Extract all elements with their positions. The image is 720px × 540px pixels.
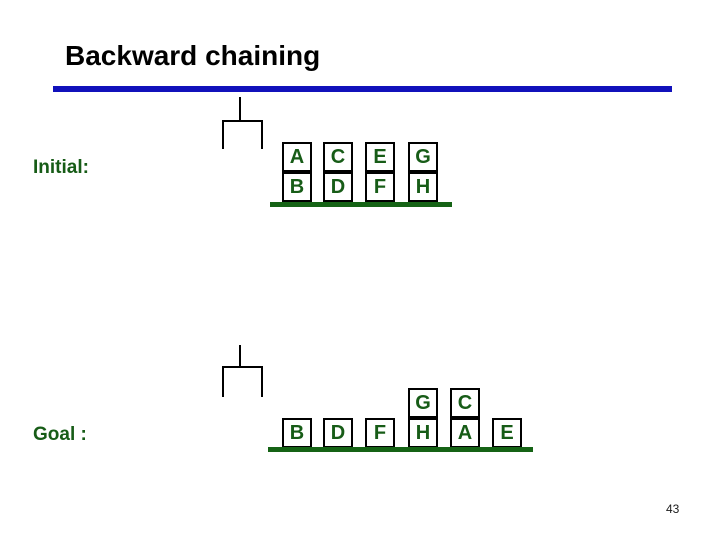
initial-block-a: A [282,142,312,172]
goal-block-b: B [282,418,312,448]
initial-block-f: F [365,172,395,202]
gripper-bar [222,366,263,368]
goal-block-h: H [408,418,438,448]
goal-table-line [268,447,533,452]
robot-gripper-icon [222,97,263,150]
gripper-stem [239,345,241,366]
gripper-left-prong [222,366,224,397]
goal-block-d: D [323,418,353,448]
goal-block-f: F [365,418,395,448]
gripper-right-prong [261,120,263,149]
goal-label: Goal : [33,424,87,445]
slide-title: Backward chaining [65,40,321,71]
gripper-left-prong [222,120,224,149]
gripper-bar [222,120,263,122]
initial-block-e: E [365,142,395,172]
goal-block-c: C [450,388,480,418]
initial-block-c: C [323,142,353,172]
goal-block-a: A [450,418,480,448]
title-underline [53,86,672,92]
gripper-stem [239,97,241,120]
robot-gripper-icon [222,345,263,397]
initial-block-g: G [408,142,438,172]
initial-label: Initial: [33,157,89,178]
initial-block-d: D [323,172,353,202]
initial-table-line [270,202,452,207]
initial-block-h: H [408,172,438,202]
goal-block-e: E [492,418,522,448]
gripper-right-prong [261,366,263,397]
goal-block-g: G [408,388,438,418]
page-number: 43 [666,502,680,516]
initial-block-b: B [282,172,312,202]
